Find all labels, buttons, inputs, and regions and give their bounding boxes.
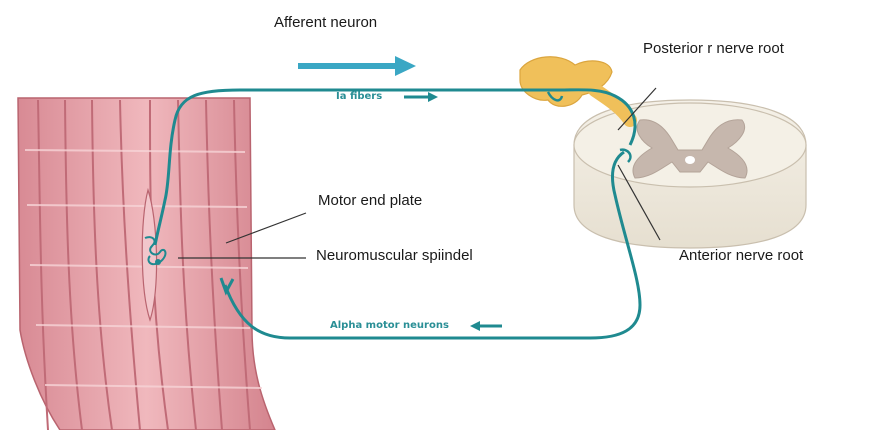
motor-end-plate-label: Motor end plate — [318, 192, 422, 209]
posterior-root-label: Posterior r nerve root — [643, 40, 784, 57]
alpha-motor-arrow — [470, 321, 502, 331]
ia-fibers-label: Ia fibers — [336, 91, 382, 102]
afferent-direction-arrow — [298, 56, 416, 76]
spinal-cord-section — [574, 100, 806, 248]
neuromuscular-spindle-label: Neuromuscular spiindel — [316, 247, 473, 264]
skeletal-muscle — [18, 98, 275, 430]
ia-fibers-arrow — [404, 92, 438, 102]
anterior-root-label: Anterior nerve root — [679, 247, 803, 264]
afferent-neuron-label: Afferent neuron — [274, 14, 377, 31]
alpha-motor-label: Alpha motor neurons — [330, 320, 449, 331]
